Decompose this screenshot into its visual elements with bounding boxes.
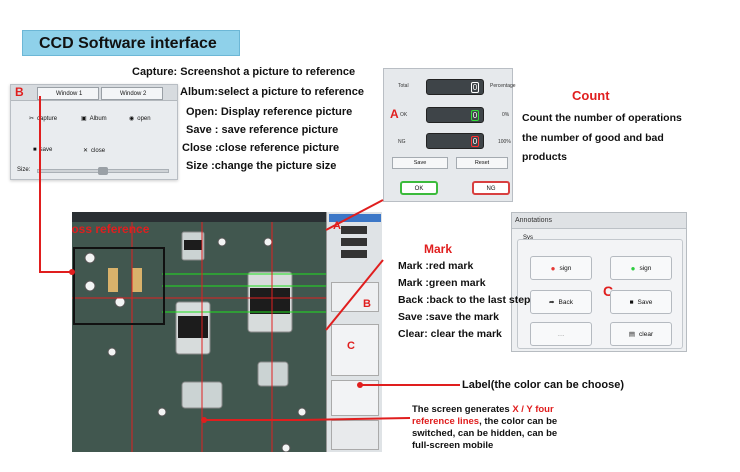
mark-save: Save :save the mark xyxy=(398,311,499,323)
desc-save: Save : save reference picture xyxy=(186,124,339,136)
count-desc-1: Count the number of operations xyxy=(522,112,682,124)
page-title: CCD Software interface xyxy=(22,30,240,56)
side-counter-3 xyxy=(341,250,367,258)
size-label: Size: xyxy=(17,167,31,173)
desc-capture: Capture: Screenshot a picture to referen… xyxy=(132,66,356,78)
red-dot-icon: ● xyxy=(550,263,556,273)
eye-icon: ◉ xyxy=(129,116,135,122)
capture-button[interactable]: ✂capture xyxy=(29,115,58,123)
marker-a: A xyxy=(390,107,399,121)
side-annotation-panel xyxy=(331,324,379,376)
percentage-label: Percentage xyxy=(490,83,516,89)
side-ref-panel xyxy=(331,282,379,312)
back-arrow-icon: ➦ xyxy=(549,299,555,306)
ng-button[interactable]: NG xyxy=(472,181,510,195)
marker-c: C xyxy=(603,283,614,299)
sys-group: ●sign ●sign C ➦Back ■Save .... ▤clear xyxy=(517,239,683,349)
counter-panel: Total Percentage 0 A OK 0 0% NG 0 100% S… xyxy=(383,68,516,202)
label-note: Label(the color can be choose) xyxy=(462,379,624,391)
ok-counter: 0 xyxy=(426,107,484,123)
album-button[interactable]: ▣Album xyxy=(81,115,107,123)
count-title: Count xyxy=(572,88,610,103)
ok-digit: 0 xyxy=(471,110,479,121)
reference-panel: B Window 1 Window 2 ✂capture ▣Album ◉ope… xyxy=(10,84,178,180)
annotations-panel: Annotations Sys ●sign ●sign C ➦Back ■Sav… xyxy=(511,212,687,352)
back-button[interactable]: ➦Back xyxy=(530,290,592,314)
ng-label: NG xyxy=(398,139,406,145)
ng-digit: 0 xyxy=(471,136,479,147)
mark-red: Mark :red mark xyxy=(398,260,474,272)
counter-save-button[interactable]: Save xyxy=(392,157,448,169)
window-tabs: B Window 1 Window 2 xyxy=(11,85,177,101)
pcb-image xyxy=(72,212,326,452)
scissors-icon: ✂ xyxy=(29,116,35,122)
count-desc-3: products xyxy=(522,151,567,163)
annotations-header: Annotations xyxy=(512,213,686,229)
slider-thumb[interactable] xyxy=(98,167,108,175)
album-icon: ▣ xyxy=(81,116,87,122)
floppy-icon: ■ xyxy=(629,298,634,306)
desc-open: Open: Display reference picture xyxy=(186,106,353,118)
mark-green: Mark :green mark xyxy=(398,277,486,289)
close-icon: ✕ xyxy=(83,148,89,154)
side-counter-1 xyxy=(341,226,367,234)
count-desc-2: the number of good and bad xyxy=(522,132,664,144)
mark-save-button[interactable]: ■Save xyxy=(610,290,672,314)
clear-icon: ▤ xyxy=(628,331,636,338)
open-button[interactable]: ◉open xyxy=(129,115,151,123)
side-label-panel xyxy=(331,380,379,416)
ok-button[interactable]: OK xyxy=(400,181,438,195)
close-button[interactable]: ✕close xyxy=(83,147,106,155)
mark-title: Mark xyxy=(424,242,453,256)
green-dot-icon: ● xyxy=(630,263,636,273)
ok-label: OK xyxy=(400,112,408,118)
marker-b: B xyxy=(15,85,24,99)
tab-window-1[interactable]: Window 1 xyxy=(37,87,99,100)
sys-group-label: Sys xyxy=(521,235,536,241)
green-sign-button[interactable]: ●sign xyxy=(610,256,672,280)
ng-percent: 100% xyxy=(498,139,511,145)
counter-reset-button[interactable]: Reset xyxy=(456,157,508,169)
side-lines-panel xyxy=(331,420,379,450)
cross-reference-label: Cross reference xyxy=(72,222,150,236)
total-digit: 0 xyxy=(471,82,479,93)
empty-button[interactable]: .... xyxy=(530,322,592,346)
desc-album: Album:select a picture to reference xyxy=(180,86,365,98)
desc-close: Close :close reference picture xyxy=(182,142,340,154)
clear-button[interactable]: ▤clear xyxy=(610,322,672,346)
ok-percent: 0% xyxy=(502,112,510,118)
red-sign-button[interactable]: ●sign xyxy=(530,256,592,280)
reference-lines-note: The screen generates X / Y four referenc… xyxy=(412,404,558,451)
size-slider[interactable] xyxy=(37,167,169,175)
save-button[interactable]: ■save xyxy=(33,147,53,153)
label-note-text: Label(the color can be choose) xyxy=(462,379,624,391)
tab-window-2[interactable]: Window 2 xyxy=(101,87,163,100)
side-marker-b: B xyxy=(363,298,371,310)
ng-counter: 0 xyxy=(426,133,484,149)
microscope-view[interactable]: Cross reference xyxy=(72,212,326,452)
side-panel: A B C xyxy=(326,212,382,452)
side-marker-a: A xyxy=(333,220,341,232)
desc-size: Size :change the picture size xyxy=(186,160,337,172)
total-counter: 0 xyxy=(426,79,484,95)
mark-back: Back :back to the last step xyxy=(398,294,531,306)
side-counter-2 xyxy=(341,238,367,246)
total-label: Total xyxy=(398,83,409,89)
floppy-icon: ■ xyxy=(33,147,37,153)
side-marker-c: C xyxy=(347,340,355,352)
mark-clear: Clear: clear the mark xyxy=(398,328,502,340)
